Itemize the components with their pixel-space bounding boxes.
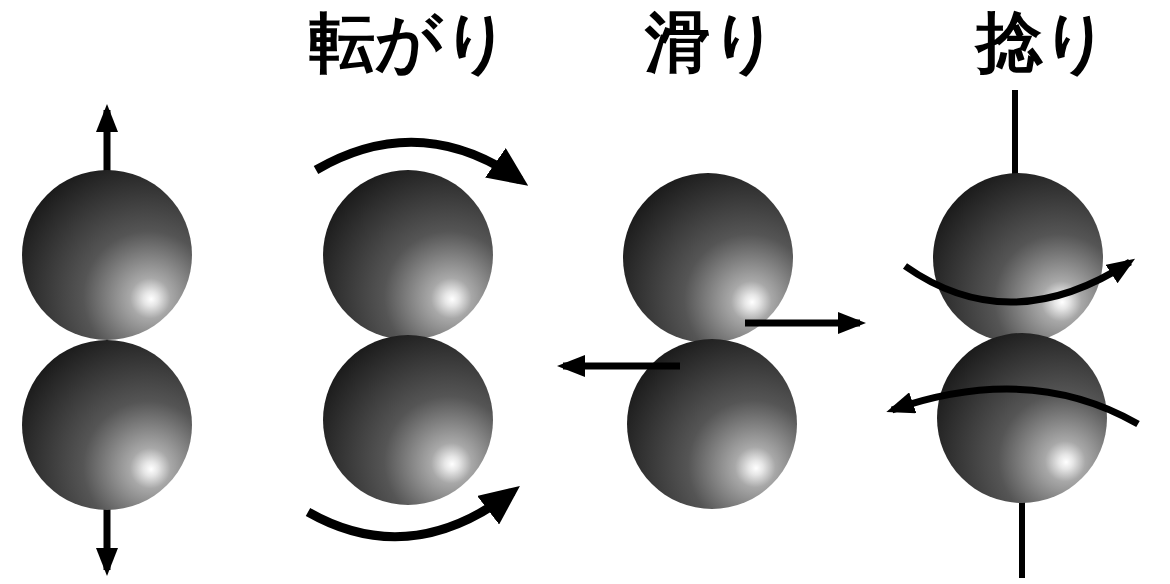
motion-label: 捻り [976, 10, 1110, 76]
tension-arrow [104, 508, 111, 570]
axis-line [1019, 496, 1025, 578]
sphere [623, 173, 793, 343]
sliding-arrow [563, 363, 680, 370]
sphere [937, 333, 1107, 503]
axis-line [1012, 90, 1018, 180]
twist-arrow [905, 262, 1130, 302]
tension-arrow [104, 110, 111, 172]
sphere [323, 170, 493, 340]
sphere [323, 335, 493, 505]
motion-label: 転がり [309, 10, 511, 76]
rolling-arrow [316, 142, 520, 180]
sphere [933, 173, 1103, 343]
sliding-arrow [745, 320, 860, 327]
twist-arrow [892, 389, 1138, 424]
sphere [22, 340, 192, 510]
motion-label: 滑り [645, 10, 779, 76]
sphere [22, 170, 192, 340]
rolling-arrow [308, 492, 512, 537]
